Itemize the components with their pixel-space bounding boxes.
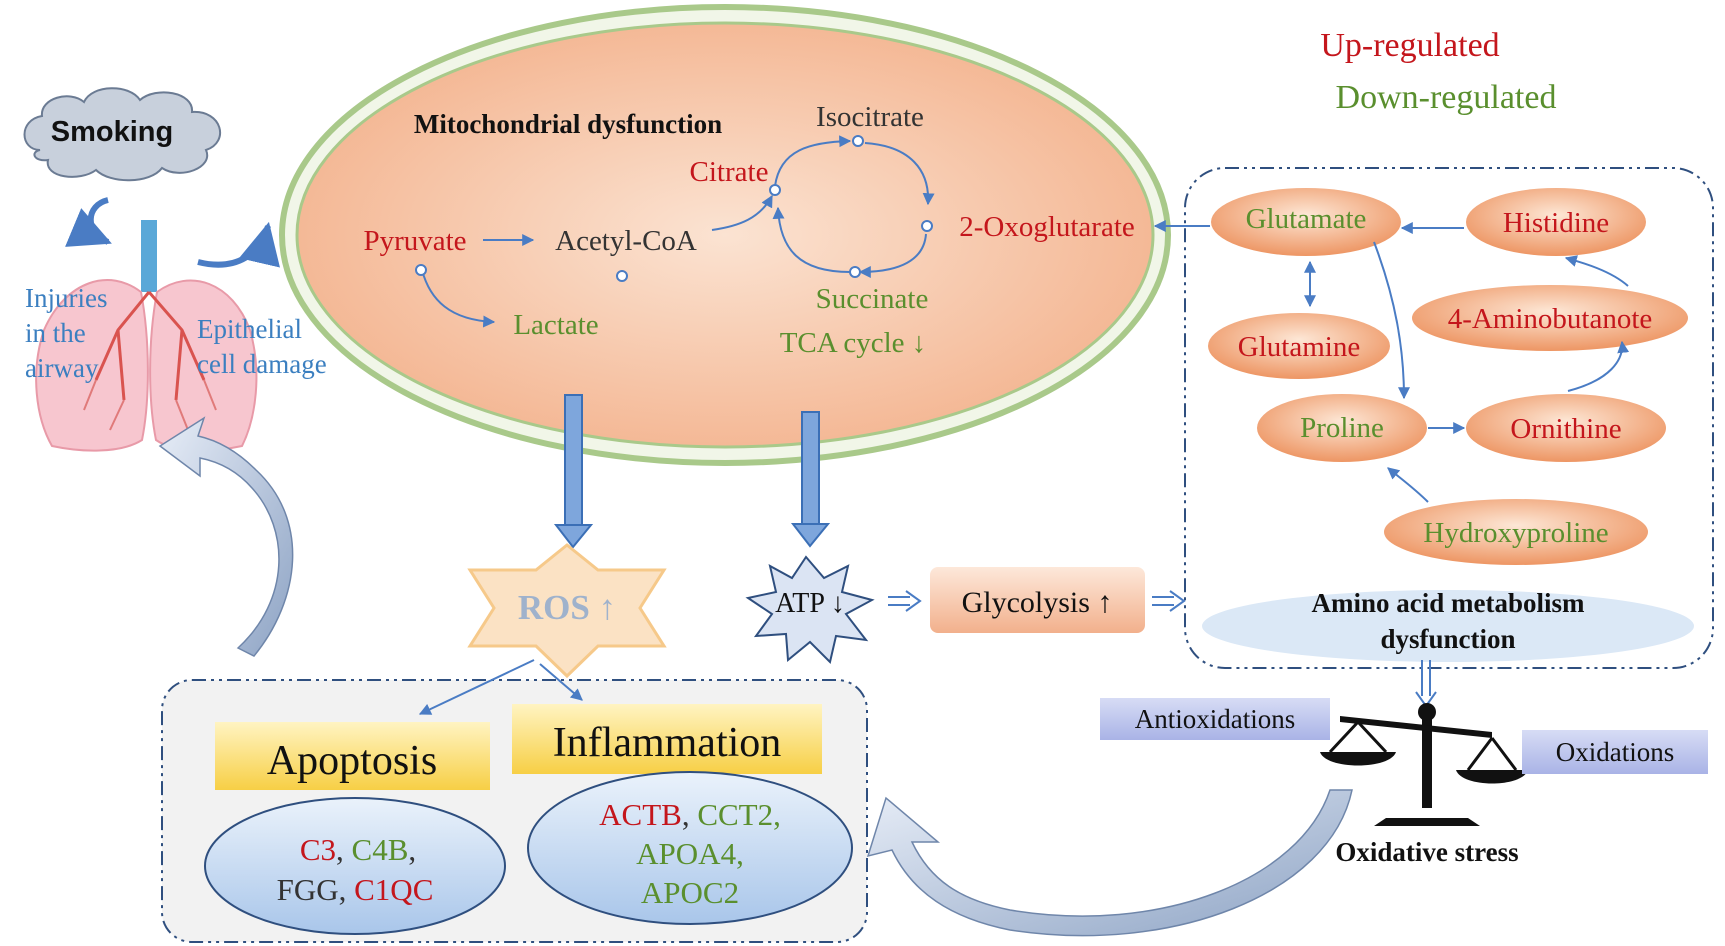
amino-title-line2: dysfunction <box>1380 624 1515 654</box>
lung-illustration <box>35 220 258 452</box>
lung-left-line1: Injuries <box>25 283 107 313</box>
inflammation-genes-oval <box>527 771 853 925</box>
lung-right-line2: cell damage <box>197 349 327 379</box>
apoptosis-label: Apoptosis <box>267 738 437 784</box>
inflammation-banner: Inflammation <box>512 704 822 774</box>
metabolite-2-oxoglutarate: 2-Oxoglutarate <box>959 211 1135 243</box>
ros-to-apoptosis-arrow <box>418 659 535 715</box>
lung-left-line2: in the <box>25 318 86 348</box>
oval-proline <box>1257 394 1427 462</box>
gene-c4b: C4B <box>352 832 409 867</box>
glycolysis-box: Glycolysis ↑ <box>930 567 1145 633</box>
aa-glutamate: Glutamate <box>1246 203 1367 235</box>
lung-left-label: Injuries in the airway <box>25 283 107 383</box>
aa-hydroxyproline: Hydroxyproline <box>1423 517 1608 549</box>
amino-title-line1: Amino acid metabolism <box>1312 588 1586 618</box>
oval-aminobutanote <box>1412 285 1688 351</box>
ros-star: ROS ↑ <box>467 543 667 679</box>
lung-right-line1: Epithelial <box>197 314 302 344</box>
metabolite-lactate: Lactate <box>513 309 598 341</box>
gene-actb: ACTB <box>599 797 682 832</box>
tca-cycle-label: TCA cycle ↓ <box>780 327 927 359</box>
trachea <box>141 220 157 292</box>
atp-burst: ATP ↓ <box>745 555 875 664</box>
gene-fgg: FGG <box>277 872 339 907</box>
legend-up: Up-regulated <box>1320 27 1499 64</box>
apoptosis-genes-oval <box>204 797 506 935</box>
gene-sep: , <box>336 832 352 867</box>
stress-to-outcomes-arrow <box>866 789 1353 937</box>
gene-sep: , <box>682 797 698 832</box>
metabolite-citrate: Citrate <box>690 156 769 188</box>
amino-title-oval <box>1202 590 1694 662</box>
mito-to-atp-arrow <box>790 411 831 548</box>
apoptosis-banner: Apoptosis <box>215 722 490 790</box>
lung-right-label: Epithelial cell damage <box>197 314 327 379</box>
gene-sep: , <box>339 872 355 907</box>
aa-aminobutanote: 4-Aminobutanote <box>1448 303 1653 335</box>
gene-sep: , <box>773 797 781 832</box>
gene-c1qc: C1QC <box>354 872 433 907</box>
antioxidations-tag: Antioxidations <box>1100 698 1330 740</box>
aa-ornithine: Ornithine <box>1510 413 1621 445</box>
mito-title: Mitochondrial dysfunction <box>414 109 722 139</box>
oval-glutamine <box>1208 313 1390 379</box>
gene-apoc2: APOC2 <box>641 875 739 910</box>
inflammation-genes-line1: ACTB, CCT2, <box>599 797 781 832</box>
ros-label: ROS ↑ <box>518 588 616 627</box>
gene-cct2: CCT2 <box>697 797 773 832</box>
aa-proline: Proline <box>1300 412 1384 444</box>
oval-histidine <box>1466 188 1646 256</box>
balance-scale <box>1320 703 1528 826</box>
aa-glutamine: Glutamine <box>1238 331 1360 363</box>
atp-to-glycolysis-arrow <box>888 590 922 612</box>
inflammation-genes-line3: APOC2 <box>641 875 739 910</box>
inflammation-label: Inflammation <box>553 720 782 766</box>
inflammation-genes-line2: APOA4, <box>636 836 744 871</box>
apoptosis-genes-line1: C3, C4B, <box>300 832 416 867</box>
lung-left-line3: airway <box>25 353 99 383</box>
aa-histidine: Histidine <box>1503 207 1609 239</box>
mitochondrion <box>279 4 1171 466</box>
oval-ornithine <box>1466 394 1666 462</box>
gene-sep: , <box>408 832 416 867</box>
smoking-cloud: Smoking <box>23 87 222 182</box>
smoke-curve-arrow <box>65 197 112 247</box>
lung-to-mito-arrow <box>197 221 280 268</box>
oxidations-tag: Oxidations <box>1522 730 1708 774</box>
metabolite-pyruvate: Pyruvate <box>363 225 466 257</box>
outcomes-to-lung-arrow <box>158 416 294 657</box>
oval-hydroxyproline <box>1384 499 1648 565</box>
metabolite-isocitrate: Isocitrate <box>816 101 924 133</box>
metabolite-acetyl-coa: Acetyl-CoA <box>555 225 697 257</box>
oxidative-stress-caption: Oxidative stress <box>1335 837 1518 867</box>
amino-acid-box <box>1184 167 1714 669</box>
gene-c3: C3 <box>300 832 336 867</box>
glycolysis-to-amino-arrow <box>1152 590 1186 612</box>
tca-arrows <box>421 135 935 328</box>
glycolysis-label: Glycolysis ↑ <box>962 586 1113 619</box>
atp-label: ATP ↓ <box>775 588 845 619</box>
legend-down: Down-regulated <box>1336 79 1557 116</box>
amino-to-balance-arrow <box>1415 660 1437 708</box>
gene-apoa4: APOA4, <box>636 836 744 871</box>
antioxidations-label: Antioxidations <box>1135 704 1296 734</box>
aa-ovals <box>1208 188 1688 565</box>
apoptosis-genes-line2: FGG, C1QC <box>277 872 434 907</box>
mito-to-ros-arrow <box>553 394 594 549</box>
oxidations-label: Oxidations <box>1556 737 1675 767</box>
aa-arrows <box>1304 222 1630 503</box>
tca-nodes <box>415 135 933 282</box>
metabolite-succinate: Succinate <box>816 283 929 315</box>
oval-glutamate <box>1211 188 1401 256</box>
smoking-label: Smoking <box>51 116 173 148</box>
ros-to-inflammation-arrow <box>539 663 583 701</box>
